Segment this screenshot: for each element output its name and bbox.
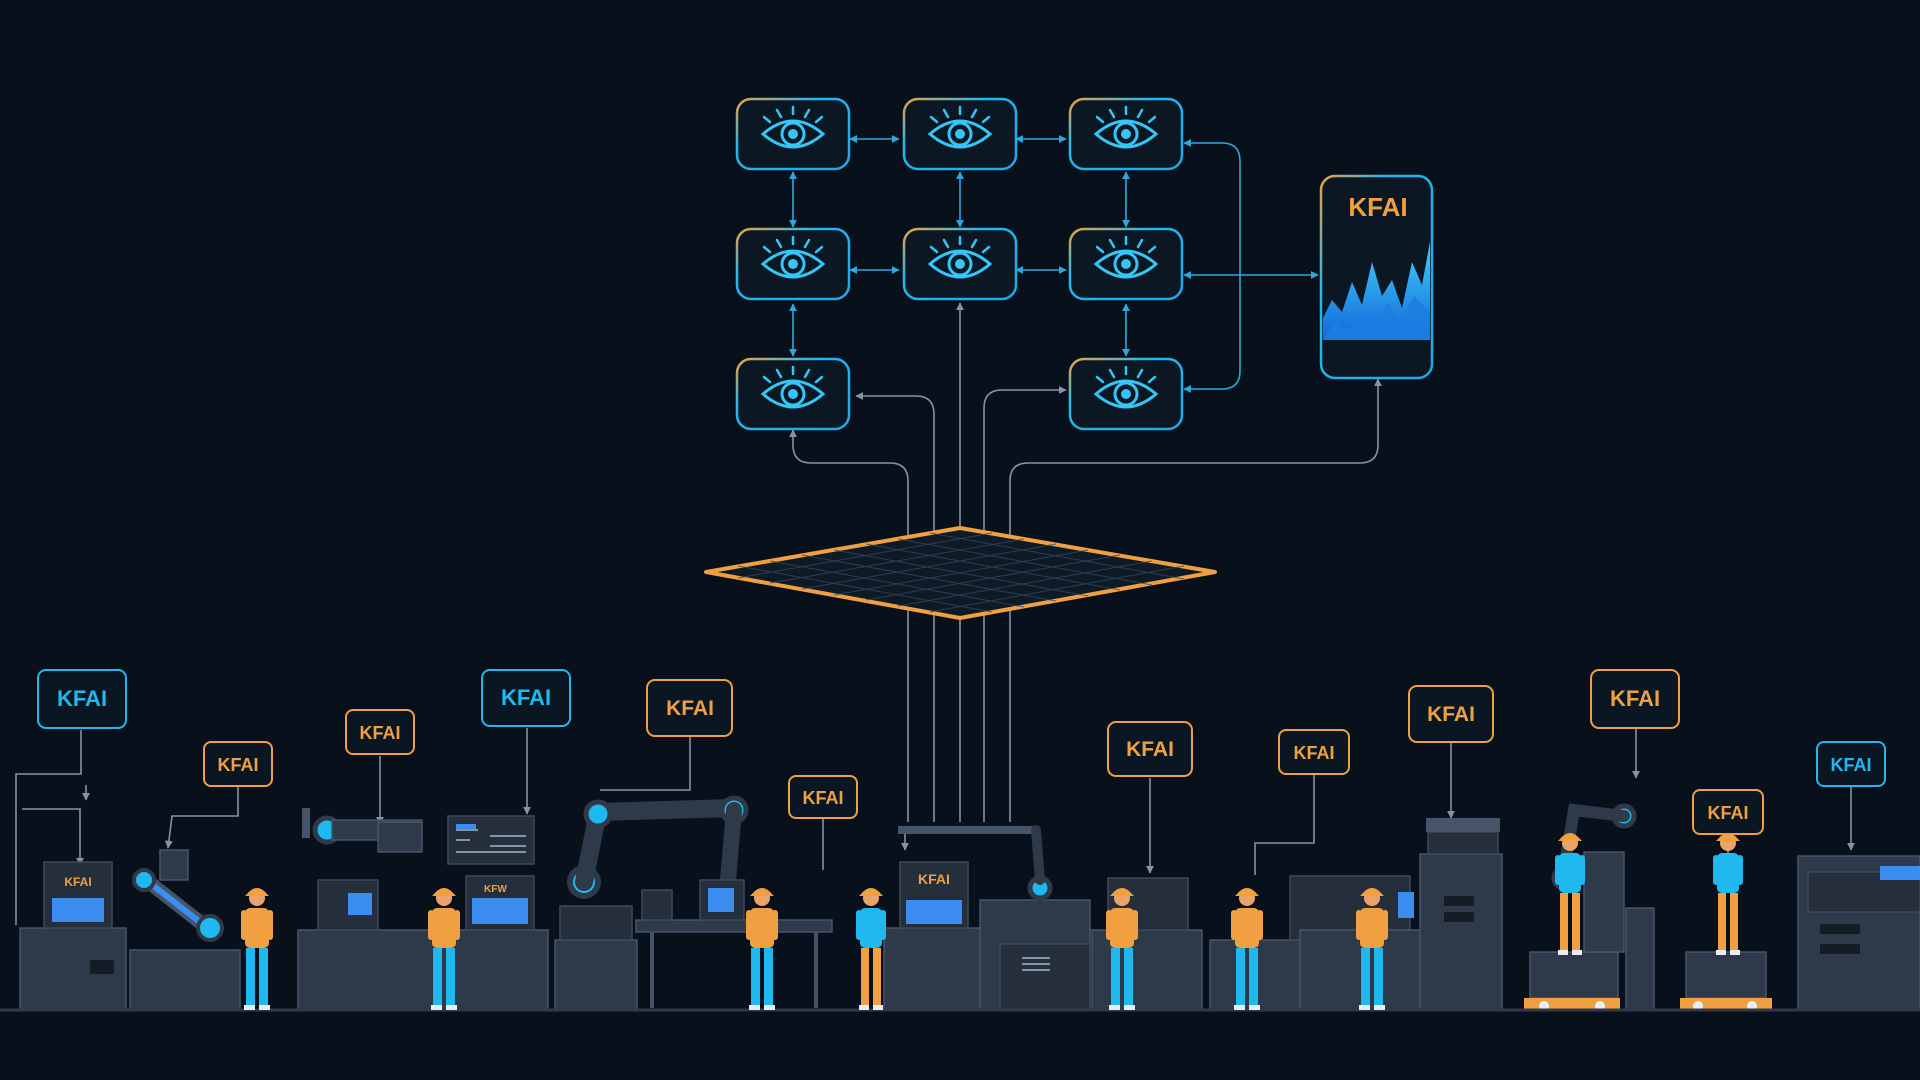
- floor-label-text: KFAI: [1610, 686, 1660, 711]
- floor-label-text: KFAI: [501, 685, 551, 710]
- floor-label[interactable]: KFAI: [1692, 789, 1764, 835]
- floor-label-text: KFAI: [217, 755, 258, 775]
- machine-screen-label: KFAI: [918, 871, 950, 887]
- floor-label[interactable]: KFAI: [1278, 729, 1350, 775]
- camera-node[interactable]: [735, 97, 851, 171]
- camera-node[interactable]: [1068, 227, 1184, 301]
- floor-label-text: KFAI: [1293, 743, 1334, 763]
- floor-label[interactable]: KFAI: [1816, 741, 1886, 787]
- floor-label-text: KFAI: [57, 686, 107, 711]
- floor-label[interactable]: KFAI: [788, 775, 858, 819]
- dashboard-panel[interactable]: KFAI: [1319, 174, 1434, 380]
- floor-label[interactable]: KFAI: [646, 679, 733, 737]
- floor-label-text: KFAI: [802, 788, 843, 808]
- camera-node[interactable]: [902, 97, 1018, 171]
- dashboard-title: KFAI: [1348, 192, 1407, 222]
- floor-label[interactable]: KFAI: [37, 669, 127, 729]
- floor-label-text: KFAI: [359, 723, 400, 743]
- machine-screen-label: KFW: [484, 884, 507, 895]
- node-connectors: [789, 135, 1319, 393]
- camera-node[interactable]: [1068, 357, 1184, 431]
- floor-label[interactable]: KFAI: [481, 669, 571, 727]
- data-grid-platform: [704, 526, 1217, 620]
- factory-machines: KFAI KFW: [19, 795, 1920, 1011]
- worker: [241, 888, 273, 1010]
- floor-label-text: KFAI: [1707, 803, 1748, 823]
- floor-label[interactable]: KFAI: [1408, 685, 1494, 743]
- floor-label-text: KFAI: [1830, 755, 1871, 775]
- label-connectors: [15, 728, 1855, 925]
- floor-label-text: KFAI: [666, 697, 714, 720]
- floor-label-text: KFAI: [1126, 738, 1174, 761]
- worker: [856, 888, 886, 1010]
- machine-screen-label: KFAI: [64, 875, 91, 889]
- floor-label[interactable]: KFAI: [345, 709, 415, 755]
- floor-label[interactable]: KFAI: [1590, 669, 1680, 729]
- floor-label-text: KFAI: [1427, 703, 1475, 726]
- floor-label[interactable]: KFAI: [1107, 721, 1193, 777]
- worker: [746, 888, 778, 1010]
- camera-node[interactable]: [1068, 97, 1184, 171]
- floor-label[interactable]: KFAI: [203, 741, 273, 787]
- camera-node[interactable]: [902, 227, 1018, 301]
- camera-node[interactable]: [735, 357, 851, 431]
- camera-node[interactable]: [735, 227, 851, 301]
